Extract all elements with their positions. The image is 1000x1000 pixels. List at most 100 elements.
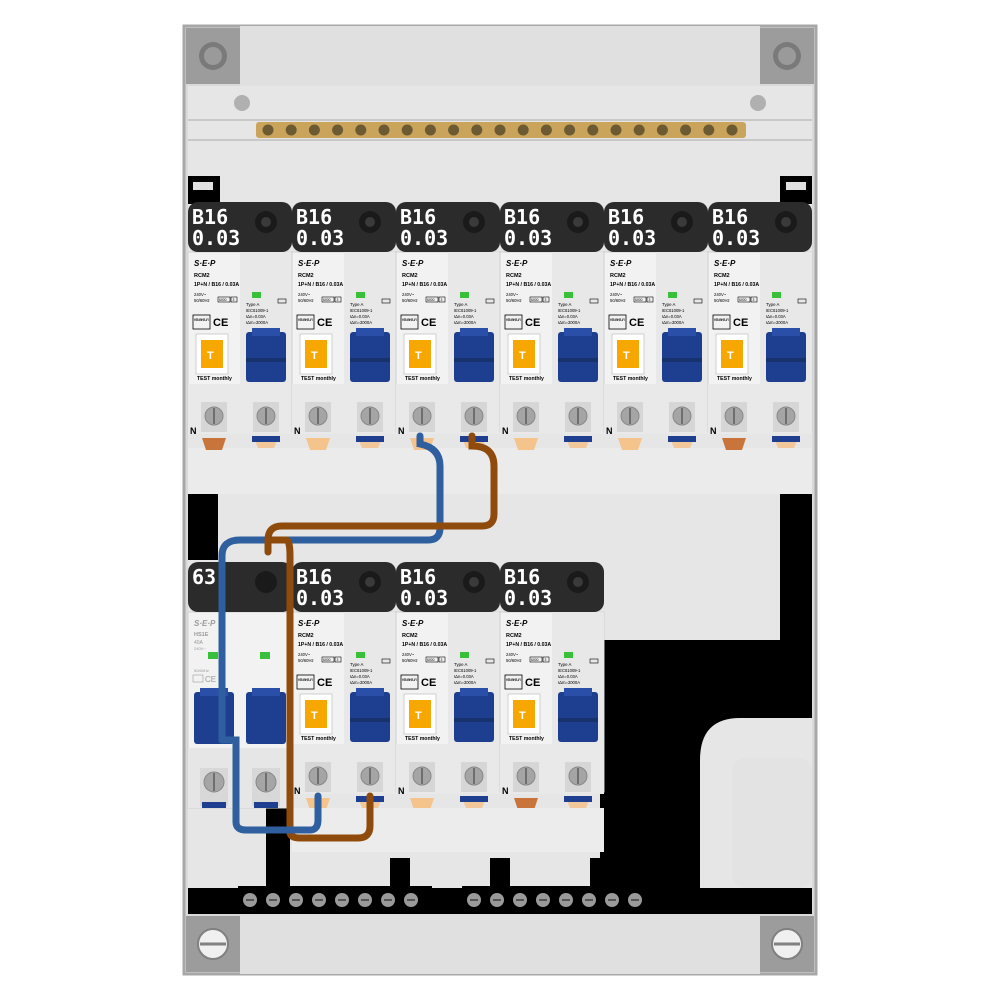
test-button-symbol: T xyxy=(623,350,630,362)
toggle-lever[interactable] xyxy=(662,332,702,382)
capacity-label: 6000 xyxy=(635,298,643,302)
toggle-lever[interactable] xyxy=(194,692,234,744)
status-indicator xyxy=(460,652,469,658)
toggle-lever[interactable] xyxy=(454,692,494,742)
toggle-lever[interactable] xyxy=(558,332,598,382)
model-label: RCM2 xyxy=(194,273,210,279)
neutral-terminal-post xyxy=(390,858,410,888)
breaker-rating: B16 xyxy=(400,565,436,589)
toggle-lever[interactable] xyxy=(558,692,598,742)
test-button[interactable] xyxy=(721,340,743,368)
test-button-symbol: T xyxy=(519,710,526,722)
voltage-label: 240V~ xyxy=(714,292,727,297)
wire-blue-top xyxy=(218,432,444,744)
toggle-lever[interactable] xyxy=(350,332,390,382)
test-button[interactable] xyxy=(513,700,535,728)
kema-mark-text: KEMA KEUR xyxy=(298,678,313,682)
neutral-terminal-post xyxy=(490,858,510,888)
frequency-label: 50/60Hz xyxy=(194,298,210,303)
test-button[interactable] xyxy=(409,700,431,728)
test-button[interactable] xyxy=(409,340,431,368)
neutral-terminal-strip-left xyxy=(238,886,432,914)
toggle-lever-ridge xyxy=(246,358,286,362)
test-button[interactable] xyxy=(305,340,327,368)
test-instruction: TEST monthly xyxy=(717,376,752,382)
class-label: 3 xyxy=(441,298,443,302)
right-access-cutout xyxy=(732,758,812,888)
standard-label: IEC61009-1 xyxy=(662,308,685,313)
wire-blue-main xyxy=(218,736,322,834)
kema-keur-mark xyxy=(192,314,211,330)
corner-screw-bottom-left xyxy=(186,916,240,972)
standard-label: IEC61009-1 xyxy=(558,668,581,673)
type-symbol-box xyxy=(277,298,287,304)
neutral-terminal-post xyxy=(266,808,290,888)
mount-hole xyxy=(750,95,766,111)
ce-mark: CE xyxy=(317,317,332,329)
neutral-label: N xyxy=(710,426,717,436)
bottom-cover-strip xyxy=(240,914,760,974)
busbar-screw xyxy=(285,124,297,136)
class-box xyxy=(542,656,550,663)
toggle-lever-ridge xyxy=(350,718,390,722)
kema-mark-text: KEMA KEUR xyxy=(402,318,417,322)
class-box xyxy=(750,296,758,303)
current-label: 40A xyxy=(194,640,204,646)
test-button[interactable] xyxy=(617,340,639,368)
test-button[interactable] xyxy=(201,340,223,368)
breaker-rating: B16 xyxy=(608,205,644,229)
capacity-label: 6000 xyxy=(427,298,435,302)
type-symbol-box xyxy=(381,658,391,664)
kema-keur-mark xyxy=(400,674,419,690)
neutral-label: N xyxy=(502,426,509,436)
breaking-current-label: IΔm=3000A xyxy=(350,320,372,325)
busbar-screw xyxy=(726,124,738,136)
kema-mark-text: KEMA KEUR xyxy=(610,318,625,322)
spec-label: 1P+N / B16 / 0.03A xyxy=(298,282,343,288)
neutral-cable-stub xyxy=(306,438,330,450)
toggle-lever-ridge xyxy=(766,358,806,362)
toggle-lever[interactable] xyxy=(454,332,494,382)
voltage-label: 240V~ xyxy=(298,292,311,297)
spec-label: 1P+N / B16 / 0.03A xyxy=(506,282,551,288)
earth-busbar xyxy=(256,122,746,138)
spec-label: 1P+N / B16 / 0.03A xyxy=(610,282,655,288)
kema-mark-text: KEMA KEUR xyxy=(714,318,729,322)
label-plate-screw-center xyxy=(469,217,479,227)
capacity-box xyxy=(737,296,751,303)
residual-current-label: IΔn=0.03A xyxy=(350,674,370,679)
frequency-label: 50/60Hz xyxy=(402,658,418,663)
test-button[interactable] xyxy=(305,700,327,728)
model-label: RCM2 xyxy=(714,273,730,279)
busbar-screw xyxy=(332,124,344,136)
toggle-lever[interactable] xyxy=(246,692,286,744)
breaking-current-label: IΔm=3000A xyxy=(350,680,372,685)
top-cover-strip xyxy=(240,26,760,86)
type-label: Type A xyxy=(766,302,779,307)
toggle-lever[interactable] xyxy=(766,332,806,382)
neutral-cable-stub xyxy=(514,438,538,450)
toggle-lever[interactable] xyxy=(350,692,390,742)
model-label: RCM2 xyxy=(298,633,314,639)
residual-current-label: IΔn=0.03A xyxy=(558,314,578,319)
terminal-clip xyxy=(254,802,278,808)
busbar-screw xyxy=(656,124,668,136)
toggle-lever-ridge xyxy=(454,358,494,362)
status-indicator xyxy=(252,292,261,298)
busbar-screw xyxy=(703,124,715,136)
brand-label: S·E·P xyxy=(506,259,528,268)
test-button[interactable] xyxy=(513,340,535,368)
breaking-current-label: IΔm=3000A xyxy=(454,320,476,325)
brand-label: S·E·P xyxy=(194,259,216,268)
breaker-sensitivity: 0.03 xyxy=(608,226,656,250)
breaking-current-label: IΔm=3000A xyxy=(558,320,580,325)
test-instruction: TEST monthly xyxy=(301,736,336,742)
toggle-lever[interactable] xyxy=(246,332,286,382)
test-instruction: TEST monthly xyxy=(509,376,544,382)
class-label: 3 xyxy=(441,658,443,662)
voltage-label: 240V~ xyxy=(402,652,415,657)
label-plate-screw-center xyxy=(677,217,687,227)
